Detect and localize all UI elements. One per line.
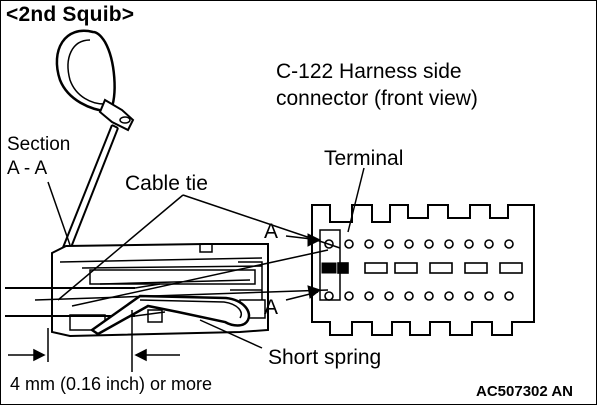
dimension-label: 4 mm (0.16 inch) or more xyxy=(10,374,213,394)
connector-label-line1: C-122 Harness side xyxy=(276,60,462,83)
front-view-connector xyxy=(311,204,535,336)
terminal-pin xyxy=(384,239,394,249)
cable-tie-label: Cable tie xyxy=(125,172,208,195)
section-label-line2: A - A xyxy=(7,158,48,179)
cavity-slot xyxy=(464,262,488,274)
terminal-pin xyxy=(424,239,434,249)
section-label-line1: Section xyxy=(7,134,71,155)
section-arrows xyxy=(307,233,322,299)
terminal-pin xyxy=(464,291,474,301)
terminal-pin xyxy=(484,239,494,249)
section-box xyxy=(319,229,341,301)
terminal-pin xyxy=(404,291,414,301)
terminal-pin xyxy=(424,291,434,301)
terminal-pin xyxy=(344,239,354,249)
terminal-pin xyxy=(484,291,494,301)
page-title: <2nd Squib> xyxy=(6,3,135,26)
terminal-pin xyxy=(444,291,454,301)
terminal-pin xyxy=(384,291,394,301)
connector-pin-grid xyxy=(321,239,523,301)
short-spring-label: Short spring xyxy=(268,346,382,369)
cavity-slot xyxy=(499,262,523,274)
dimension-marker xyxy=(8,310,180,372)
cavity-slot xyxy=(429,262,453,274)
terminal-pin xyxy=(364,239,374,249)
terminal-pin xyxy=(464,239,474,249)
terminal-pin xyxy=(444,239,454,249)
section-marker-top: A xyxy=(264,220,279,243)
terminal-pin xyxy=(504,239,514,249)
cavity-slot xyxy=(337,262,349,274)
figure-code: AC507302 AN xyxy=(476,383,573,400)
cable-tie-icon xyxy=(55,29,135,251)
section-marker-bottom: A xyxy=(264,296,279,319)
connector-cross-section xyxy=(5,243,269,338)
connector-label-line2: connector (front view) xyxy=(276,87,478,110)
terminal-label: Terminal xyxy=(324,147,404,170)
terminal-pin xyxy=(364,291,374,301)
cavity-slot xyxy=(394,262,418,274)
terminal-pin xyxy=(504,291,514,301)
terminal-pin xyxy=(404,239,414,249)
cavity-slot xyxy=(364,262,388,274)
terminal-pin xyxy=(344,291,354,301)
shorting-spring-slot xyxy=(321,262,337,274)
